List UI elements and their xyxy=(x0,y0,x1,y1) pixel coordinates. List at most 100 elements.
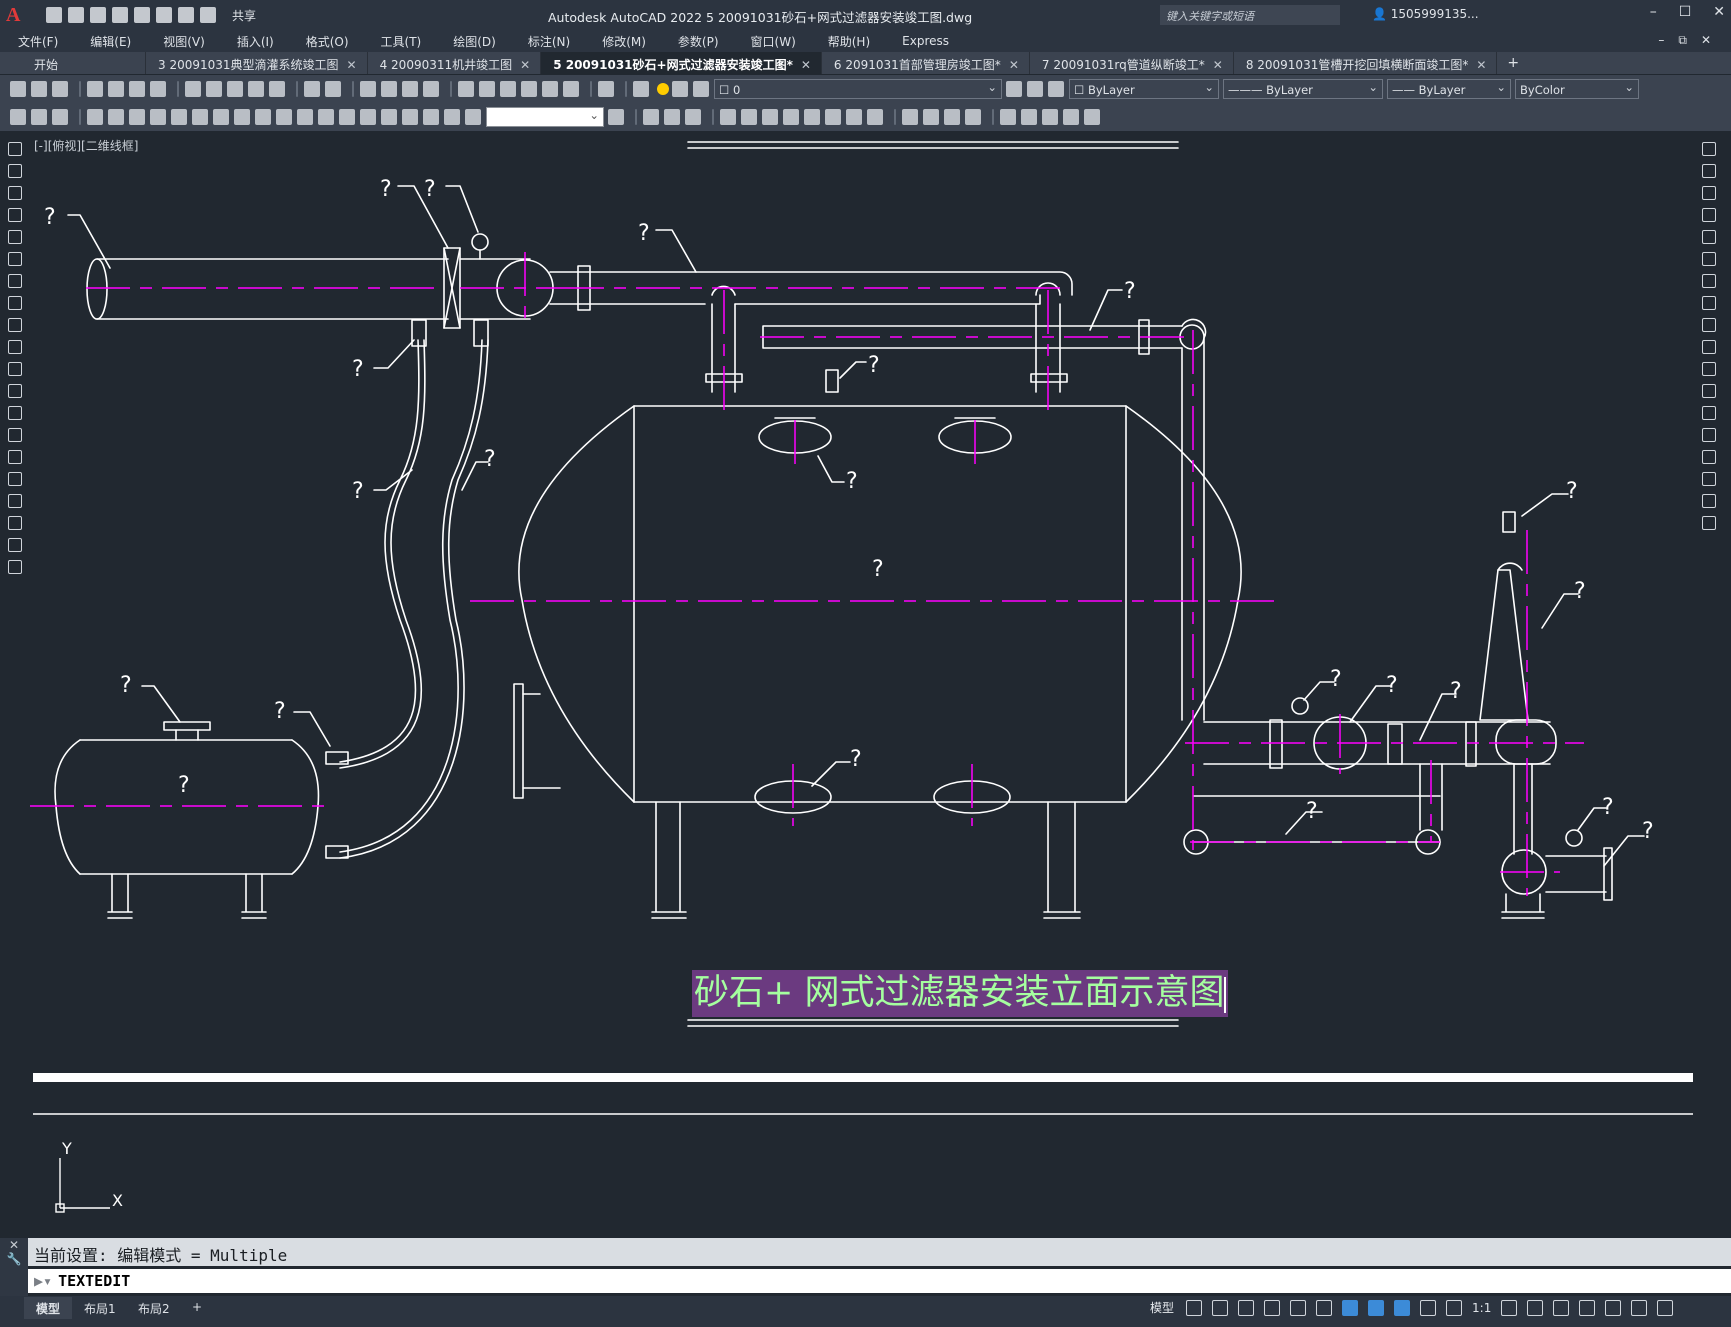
trim-icon[interactable] xyxy=(1702,340,1716,354)
draworder-icon[interactable] xyxy=(720,109,736,125)
chamfer-icon[interactable] xyxy=(1702,450,1716,464)
autocad-logo-icon[interactable]: A xyxy=(6,4,21,26)
edit-icon[interactable] xyxy=(10,109,26,125)
save-icon[interactable] xyxy=(90,7,106,23)
layer-previous-icon[interactable] xyxy=(1027,81,1043,97)
hatch-back-icon[interactable] xyxy=(923,109,939,125)
search-input[interactable]: 键入关键字或短语 xyxy=(1160,5,1340,25)
maximize-icon[interactable]: ☐ xyxy=(1678,4,1692,20)
dim-update-icon[interactable] xyxy=(608,109,624,125)
layer-freeze-icon[interactable] xyxy=(672,81,688,97)
diameter-icon[interactable] xyxy=(213,109,229,125)
leaders-front-icon[interactable] xyxy=(867,109,883,125)
layers-icon[interactable] xyxy=(52,109,68,125)
copy-object-icon[interactable] xyxy=(664,109,680,125)
undo-icon[interactable] xyxy=(178,7,194,23)
radius-icon[interactable] xyxy=(171,109,187,125)
cut-icon[interactable] xyxy=(185,81,201,97)
ungroup-icon[interactable] xyxy=(965,109,981,125)
quickcalc-icon[interactable] xyxy=(563,81,579,97)
layer-lock-icon[interactable] xyxy=(693,81,709,97)
menu-file[interactable]: 文件(F) xyxy=(18,34,59,49)
minimize-icon[interactable]: – xyxy=(1649,4,1657,20)
redo-icon[interactable] xyxy=(200,7,216,23)
viewport-controls[interactable]: [-][俯视][二维线框] xyxy=(34,139,139,153)
erase-icon[interactable] xyxy=(643,109,659,125)
jogged-icon[interactable] xyxy=(192,109,208,125)
layer-dropdown[interactable]: ☐ 0 xyxy=(714,79,1002,99)
fillet-icon[interactable] xyxy=(1702,472,1716,486)
publish-icon[interactable] xyxy=(134,7,150,23)
redo-icon[interactable] xyxy=(325,81,341,97)
send-under-icon[interactable] xyxy=(804,109,820,125)
ortho-icon[interactable] xyxy=(1238,1299,1255,1316)
line-tool-icon[interactable] xyxy=(8,142,22,156)
tab-file-5[interactable]: 5 20091031砂石+网式过滤器安装竣工图*✕ xyxy=(541,52,822,74)
design-center-icon[interactable] xyxy=(479,81,495,97)
close-icon[interactable]: ✕ xyxy=(1476,58,1487,72)
polar-icon[interactable] xyxy=(1264,1299,1281,1316)
object-snap-tracking-icon[interactable] xyxy=(1316,1299,1333,1316)
close-icon[interactable]: ✕ xyxy=(800,58,811,72)
undo-icon[interactable] xyxy=(304,81,320,97)
mirror-tool-icon[interactable] xyxy=(1702,186,1716,200)
lineweight-dropdown[interactable]: —— ByLayer xyxy=(1387,79,1511,99)
help-icon[interactable] xyxy=(598,81,614,97)
extend-icon[interactable] xyxy=(1702,362,1716,376)
drawing-canvas[interactable]: ? ? ? ? ? ? ? ? ? ? ? ? ? ? ? ? ? ? ? ? … xyxy=(30,132,1696,1234)
lineweight-icon[interactable] xyxy=(1368,1299,1385,1316)
add-layout-icon[interactable]: + xyxy=(192,1300,203,1314)
angular-icon[interactable] xyxy=(234,109,250,125)
group-icon[interactable] xyxy=(944,109,960,125)
send-back-icon[interactable] xyxy=(762,109,778,125)
break-at-point-icon[interactable] xyxy=(1702,384,1716,398)
new-tab-icon[interactable]: + xyxy=(1507,55,1520,71)
tab-file-4[interactable]: 4 20090311机井竣工图✕ xyxy=(368,52,542,74)
dim-style-dropdown[interactable] xyxy=(486,107,604,127)
block-editor-icon[interactable] xyxy=(269,81,285,97)
bring-front-icon[interactable] xyxy=(741,109,757,125)
construction-line-icon[interactable] xyxy=(8,164,22,178)
tab-file-3[interactable]: 3 20091031典型滴灌系统竣工图✕ xyxy=(146,52,368,74)
close-icon[interactable]: ✕ xyxy=(1212,58,1223,72)
region-icon[interactable] xyxy=(1063,109,1079,125)
make-current-layer-icon[interactable] xyxy=(1006,81,1022,97)
join-icon[interactable] xyxy=(1702,428,1716,442)
model-space-button[interactable]: 模型 xyxy=(1150,1301,1175,1315)
layer-state-icon[interactable] xyxy=(1048,81,1064,97)
gradient-icon[interactable] xyxy=(8,472,22,486)
zoom-window-icon[interactable] xyxy=(402,81,418,97)
tab-file-6[interactable]: 6 2091031首部管理房竣工图*✕ xyxy=(822,52,1030,74)
point-icon[interactable] xyxy=(1000,109,1016,125)
menu-tools[interactable]: 工具(T) xyxy=(380,34,422,49)
match-properties-icon[interactable] xyxy=(248,81,264,97)
new-icon[interactable] xyxy=(10,81,26,97)
quick-dim-icon[interactable] xyxy=(255,109,271,125)
menu-edit[interactable]: 编辑(E) xyxy=(90,34,132,49)
menu-dimension[interactable]: 标注(N) xyxy=(527,34,571,49)
markup-icon[interactable] xyxy=(542,81,558,97)
plotstyle-dropdown[interactable]: ByColor xyxy=(1515,79,1639,99)
zoom-previous-icon[interactable] xyxy=(423,81,439,97)
pan-icon[interactable] xyxy=(360,81,376,97)
table-icon[interactable] xyxy=(8,516,22,530)
save-icon[interactable] xyxy=(52,81,68,97)
ordinate-icon[interactable] xyxy=(150,109,166,125)
wipeout-icon[interactable] xyxy=(1084,109,1100,125)
mtext-icon[interactable] xyxy=(8,538,22,552)
paste-icon[interactable] xyxy=(227,81,243,97)
menu-modify[interactable]: 修改(M) xyxy=(602,34,646,49)
copy-tool-icon[interactable] xyxy=(1702,164,1716,178)
measure-icon[interactable] xyxy=(1021,109,1037,125)
dim-break-icon[interactable] xyxy=(339,109,355,125)
layer-properties-icon[interactable] xyxy=(633,81,649,97)
text-front-icon[interactable] xyxy=(825,109,841,125)
region-tool-icon[interactable] xyxy=(8,494,22,508)
offset-icon[interactable] xyxy=(1702,208,1716,222)
baseline-icon[interactable] xyxy=(276,109,292,125)
isolate-objects-icon[interactable] xyxy=(1579,1299,1596,1316)
customization-icon[interactable] xyxy=(1657,1299,1674,1316)
menu-draw[interactable]: 绘图(D) xyxy=(453,34,496,49)
tolerance-icon[interactable] xyxy=(360,109,376,125)
polyline-icon[interactable] xyxy=(8,186,22,200)
